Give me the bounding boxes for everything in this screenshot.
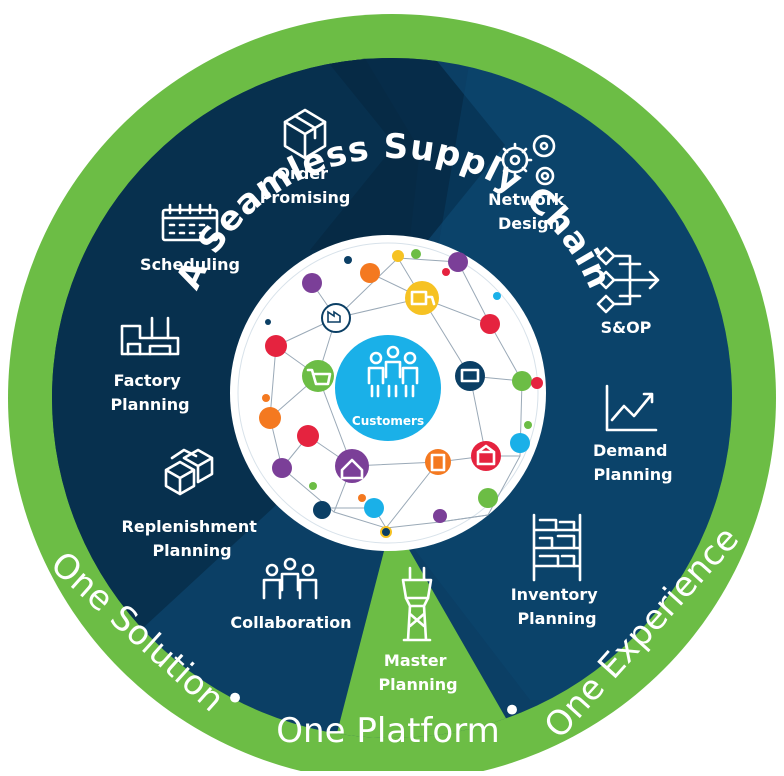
truck-icon — [410, 290, 436, 306]
label-order-promising: Order Promising — [260, 164, 351, 207]
boxes-icon — [164, 448, 214, 496]
shelves-icon — [532, 513, 582, 582]
node-dot-e — [531, 377, 543, 389]
node-shop — [297, 425, 319, 447]
node-plane-right — [510, 433, 530, 453]
label-network-design: Network Design — [488, 190, 570, 233]
storefront-icon — [476, 444, 496, 466]
node-dot-h — [380, 526, 392, 538]
node-dot-l — [358, 494, 366, 502]
node-factory — [321, 303, 351, 333]
network-nodes — [259, 249, 543, 538]
home-icon — [340, 458, 364, 480]
node-dot-i — [309, 482, 317, 490]
node-glyphs — [306, 290, 496, 480]
label-demand-planning: Demand Planning — [593, 441, 673, 484]
calendar-icon — [161, 203, 219, 242]
label-inventory-planning-2: Planning — [517, 609, 596, 628]
node-register — [448, 252, 468, 272]
label-master-planning: Master Planning — [378, 651, 457, 694]
factory-mini-icon — [327, 310, 341, 323]
node-truck — [405, 281, 439, 315]
node-tag — [478, 488, 498, 508]
node-device — [455, 361, 485, 391]
gears-icon — [497, 134, 556, 186]
chevron-shape — [310, 58, 505, 250]
label-demand-planning-2: Planning — [593, 465, 672, 484]
node-dot-g — [433, 509, 447, 523]
label-master-planning-2: Planning — [378, 675, 457, 694]
center-disc-outline — [237, 242, 539, 544]
node-globe — [512, 371, 532, 391]
node-dot-j — [265, 319, 271, 325]
label-design: Design — [498, 214, 560, 233]
people-icon — [262, 557, 318, 600]
tablet-icon — [430, 453, 446, 472]
node-dot-k — [262, 394, 270, 402]
device-icon — [460, 368, 480, 383]
label-network: Network — [488, 190, 565, 209]
label-inventory-planning: Inventory Planning — [511, 585, 604, 628]
node-dot-d — [493, 292, 501, 300]
label-sop: S&OP — [601, 318, 652, 337]
ring-separator-left: • — [225, 679, 245, 719]
customers-label: Customers — [352, 414, 424, 428]
node-dot-top — [392, 250, 404, 262]
label-order: Order — [276, 164, 328, 183]
label-master: Master — [384, 651, 447, 670]
node-forklift — [360, 263, 380, 283]
label-promising: Promising — [260, 188, 351, 207]
flow-diagram-icon — [596, 246, 660, 314]
node-basket — [302, 273, 322, 293]
node-dot-c — [442, 268, 450, 276]
box-icon — [283, 108, 327, 160]
label-scheduling: Scheduling — [140, 255, 240, 274]
label-replenishment-planning-2: Planning — [152, 541, 231, 560]
label-collaboration: Collaboration — [230, 613, 351, 632]
line-chart-icon — [605, 384, 658, 432]
factory-icon — [120, 316, 180, 356]
node-plane-left — [259, 407, 281, 429]
control-tower-icon — [401, 566, 433, 642]
node-bus — [313, 501, 331, 519]
label-factory-planning: Factory Planning — [110, 371, 189, 414]
label-replenishment: Replenishment — [122, 517, 258, 536]
label-factory: Factory — [114, 371, 182, 390]
node-home — [335, 449, 369, 483]
label-inventory: Inventory — [511, 585, 599, 604]
node-store-left — [265, 335, 287, 357]
customers-icon — [367, 345, 419, 398]
node-phone — [480, 314, 500, 334]
label-factory-planning-2: Planning — [110, 395, 189, 414]
ring-separator-right: • — [502, 691, 522, 731]
cart-icon — [306, 368, 332, 386]
node-ship — [364, 498, 384, 518]
node-dot-a — [344, 256, 352, 264]
node-dot-b — [411, 249, 421, 259]
node-purple-left — [272, 458, 292, 478]
node-dot-f — [524, 421, 532, 429]
label-demand: Demand — [593, 441, 667, 460]
label-replenishment-planning: Replenishment Planning — [122, 517, 263, 560]
ring-text-one-platform: One Platform — [276, 711, 499, 751]
